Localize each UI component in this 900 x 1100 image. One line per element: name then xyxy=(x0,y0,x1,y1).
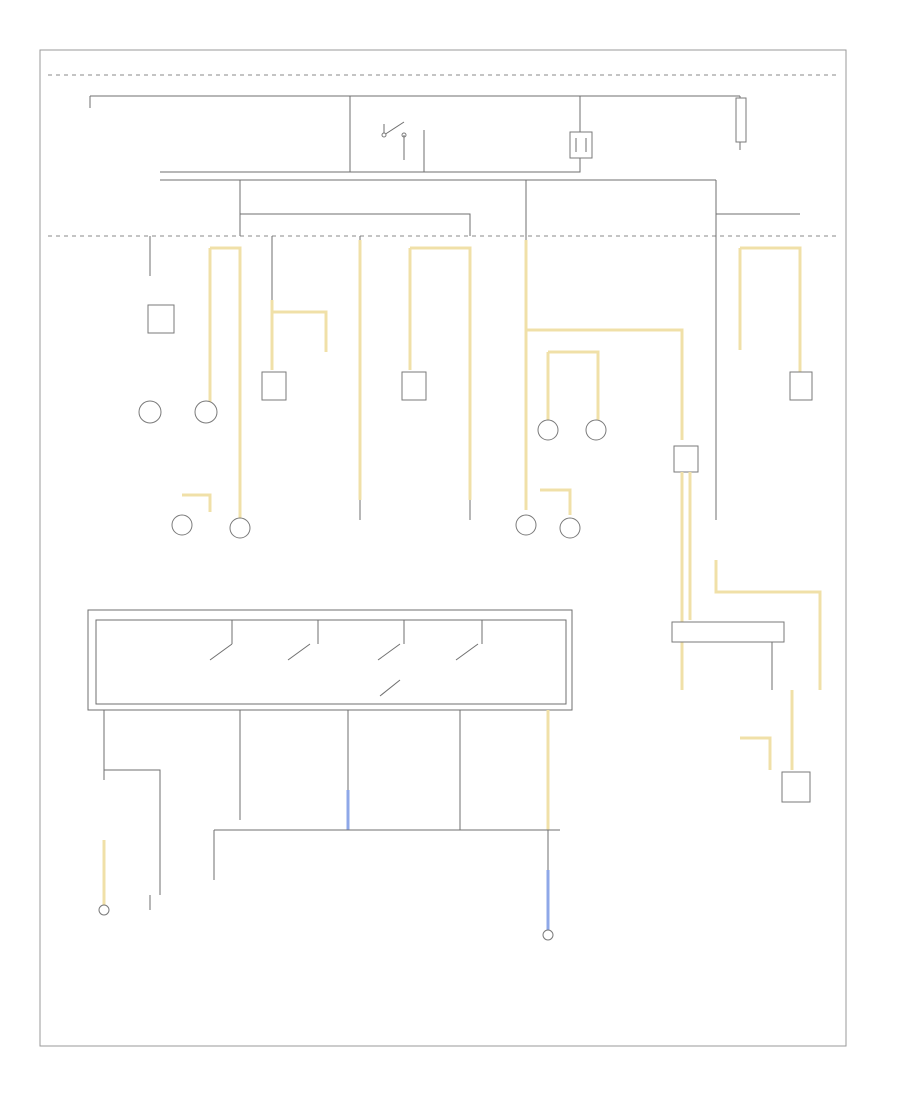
trailer-connector xyxy=(673,445,699,473)
lower-lamps xyxy=(171,488,581,539)
hazard-switch xyxy=(381,121,425,172)
left-front-lamp xyxy=(138,400,162,424)
trailer-wiring xyxy=(671,472,822,803)
fuse-block-top xyxy=(48,74,840,237)
left-cornering-lamp xyxy=(789,371,813,401)
upper-lamps xyxy=(138,304,813,473)
left-turn-lamp xyxy=(537,419,559,441)
right-marker-lamp xyxy=(401,371,427,401)
left-marker-lamp xyxy=(261,371,287,401)
diagram-frame xyxy=(39,49,847,1047)
trailer-connector-lower xyxy=(671,621,785,643)
fuse-block-top-right xyxy=(735,97,747,143)
relay-top-center xyxy=(569,131,593,159)
left-rear-lamp xyxy=(194,400,218,424)
right-bottom-module xyxy=(542,929,554,941)
ground-distribution xyxy=(98,710,560,941)
feed-wires xyxy=(149,236,802,520)
multifunction-switch xyxy=(87,609,573,711)
right-cornering-lamp xyxy=(781,771,811,803)
right-turn-lamp xyxy=(585,419,607,441)
left-bottom-module xyxy=(98,904,110,916)
left-rear-lamp-socket xyxy=(147,304,175,334)
